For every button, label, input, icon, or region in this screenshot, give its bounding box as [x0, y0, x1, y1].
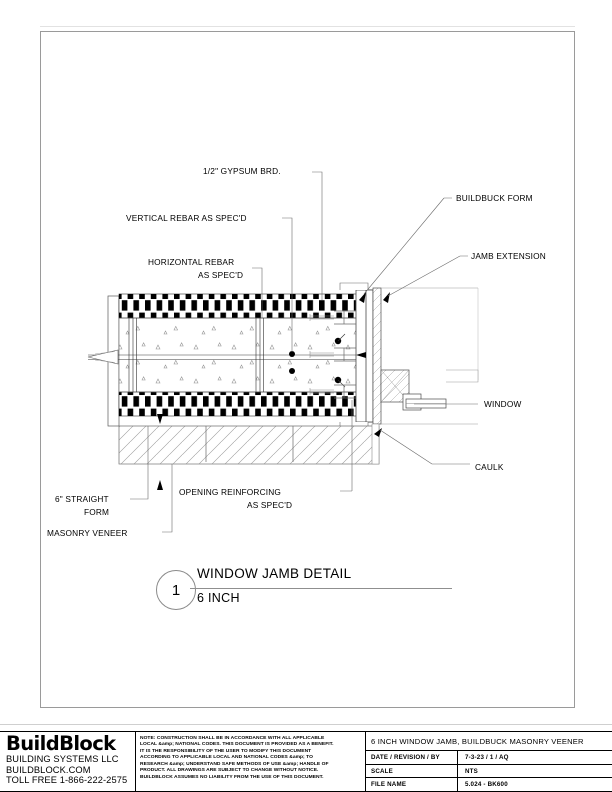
title-block-info: 6 INCH WINDOW JAMB, BUILDBUCK MASONRY VE…: [366, 732, 612, 792]
company-logo-block: BuildBlock BUILDING SYSTEMS LLC BUILDBLO…: [0, 732, 136, 791]
brand-name: BuildBlock: [6, 732, 116, 755]
row-label: FILE NAME: [366, 778, 458, 792]
title-block-row: FILE NAME 5.024 - BK600: [366, 778, 612, 792]
note-line: ACCORDING TO APPLICABLE LOCAL AND NATION…: [140, 755, 313, 761]
note-line: PRODUCT. ALL DRAWINGS ARE SUBJECT TO CHA…: [140, 768, 319, 774]
note-line: BUILDBLOCK ASSUMES NO LIABILITY FROM THE…: [140, 774, 324, 780]
callout-opening-reinforcing-line2: AS SPEC'D: [247, 500, 293, 510]
note-line: IT IS THE RESPONSIBILITY OF THE USER TO …: [140, 748, 312, 754]
row-value: NTS: [465, 767, 478, 775]
sheet-border-highlight: [40, 26, 575, 31]
company-phone: TOLL FREE 1-866-222-2575: [6, 775, 128, 786]
callout-straight-form-line1: 6" STRAIGHT: [55, 494, 109, 504]
callout-vertical-rebar: VERTICAL REBAR AS SPEC'D: [126, 213, 247, 223]
row-label: SCALE: [366, 764, 458, 778]
detail-title-rule: [190, 588, 452, 589]
sheet-border: [40, 31, 575, 708]
sheet-title: 6 INCH WINDOW JAMB, BUILDBUCK MASONRY VE…: [366, 732, 612, 751]
disclaimer-note-block: NOTE: CONSTRUCTION SHALL BE IN ACCORDANC…: [136, 732, 366, 791]
row-value: 5.024 - BK600: [465, 781, 508, 789]
note-line: LOCAL &amp; NATIONAL CODES. THIS DOCUMEN…: [140, 742, 334, 748]
title-block-row: DATE / REVISION / BY 7-3-23 / 1 / AQ: [366, 751, 612, 765]
callout-buildbuck-form: BUILDBUCK FORM: [456, 193, 533, 203]
callout-masonry-veneer: MASONRY VENEER: [47, 528, 128, 538]
note-line: RESEARCH &amp; UNDERSTAND SAFE METHODS O…: [140, 761, 329, 767]
callout-horizontal-rebar-line2: AS SPEC'D: [198, 270, 244, 280]
detail-number: 1: [171, 581, 181, 599]
detail-subtitle: 6 INCH: [197, 591, 240, 605]
title-block-top-rule: [0, 724, 612, 725]
row-label: DATE / REVISION / BY: [366, 751, 458, 764]
callout-straight-form-line2: FORM: [84, 507, 110, 517]
company-website: BUILDBLOCK.COM: [6, 764, 91, 775]
callout-window: WINDOW: [484, 399, 522, 409]
callout-jamb-extension: JAMB EXTENSION: [471, 251, 546, 261]
title-block-row: SCALE NTS: [366, 764, 612, 779]
detail-title: WINDOW JAMB DETAIL: [197, 566, 352, 581]
title-block: BuildBlock BUILDING SYSTEMS LLC BUILDBLO…: [0, 731, 612, 792]
row-value: 7-3-23 / 1 / AQ: [465, 753, 509, 761]
callout-gypsum-board: 1/2" GYPSUM BRD.: [203, 166, 281, 176]
callout-opening-reinforcing-line1: OPENING REINFORCING: [179, 487, 282, 497]
callout-horizontal-rebar-line1: HORIZONTAL REBAR: [148, 257, 235, 267]
detail-number-bubble: 1: [156, 570, 196, 610]
company-subtitle: BUILDING SYSTEMS LLC: [6, 754, 119, 764]
note-line: NOTE: CONSTRUCTION SHALL BE IN ACCORDANC…: [140, 736, 325, 741]
callout-caulk: CAULK: [475, 462, 504, 472]
